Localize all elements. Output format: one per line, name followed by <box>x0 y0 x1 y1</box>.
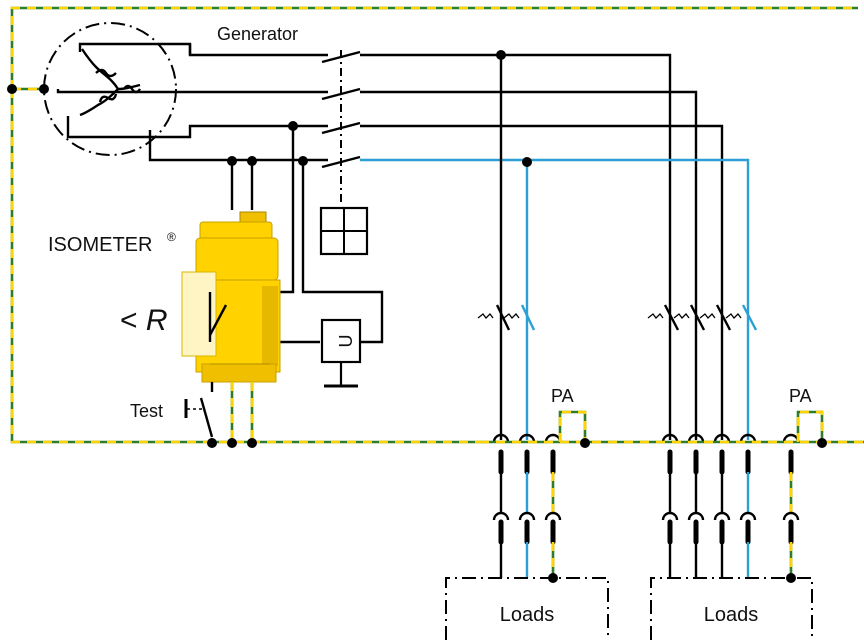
fuse-column-left <box>492 449 562 578</box>
bus-node <box>496 50 506 60</box>
earth-node-left <box>7 84 17 94</box>
breaker-group-left <box>477 304 536 440</box>
iso-node <box>227 156 237 166</box>
pa-label-right: PA <box>789 386 812 406</box>
earth-node <box>227 438 237 448</box>
fuse-column-right <box>661 449 800 578</box>
pa-label-left: PA <box>551 386 574 406</box>
earth-node <box>247 438 257 448</box>
loads-box-left <box>445 577 609 640</box>
iso-node <box>298 156 308 166</box>
loads-label-left: Loads <box>500 604 555 626</box>
isometer-registered-mark: ® <box>167 230 176 244</box>
resistance-symbol: < R <box>120 304 168 337</box>
generator-earth-node <box>39 84 49 94</box>
main-switch <box>319 50 369 256</box>
bus-node <box>522 157 532 167</box>
busbars <box>360 53 750 305</box>
iso-node <box>247 156 257 166</box>
generator-leads <box>56 42 328 162</box>
voltage-measurement-symbol <box>320 318 362 388</box>
pa-node <box>580 438 590 448</box>
earth-node <box>207 438 217 448</box>
protective-earth-loop <box>10 6 864 444</box>
generator-symbol <box>43 22 177 156</box>
test-label: Test <box>130 401 163 421</box>
pa-bracket-right <box>796 410 824 442</box>
isometer-earth-legs <box>230 382 254 442</box>
breaker-group-right <box>647 304 758 440</box>
loads-label-right: Loads <box>704 604 759 626</box>
isometer-device <box>181 211 281 383</box>
test-button-symbol <box>184 382 214 438</box>
pa-node <box>817 438 827 448</box>
pa-bracket-left <box>558 410 587 442</box>
generator-label: Generator <box>217 24 298 44</box>
loads-box-right <box>650 577 813 640</box>
pe-bridges <box>492 433 800 443</box>
isometer-label: ISOMETER <box>48 234 152 256</box>
voltage-symbol-label: U <box>336 335 356 348</box>
iso-node <box>288 121 298 131</box>
